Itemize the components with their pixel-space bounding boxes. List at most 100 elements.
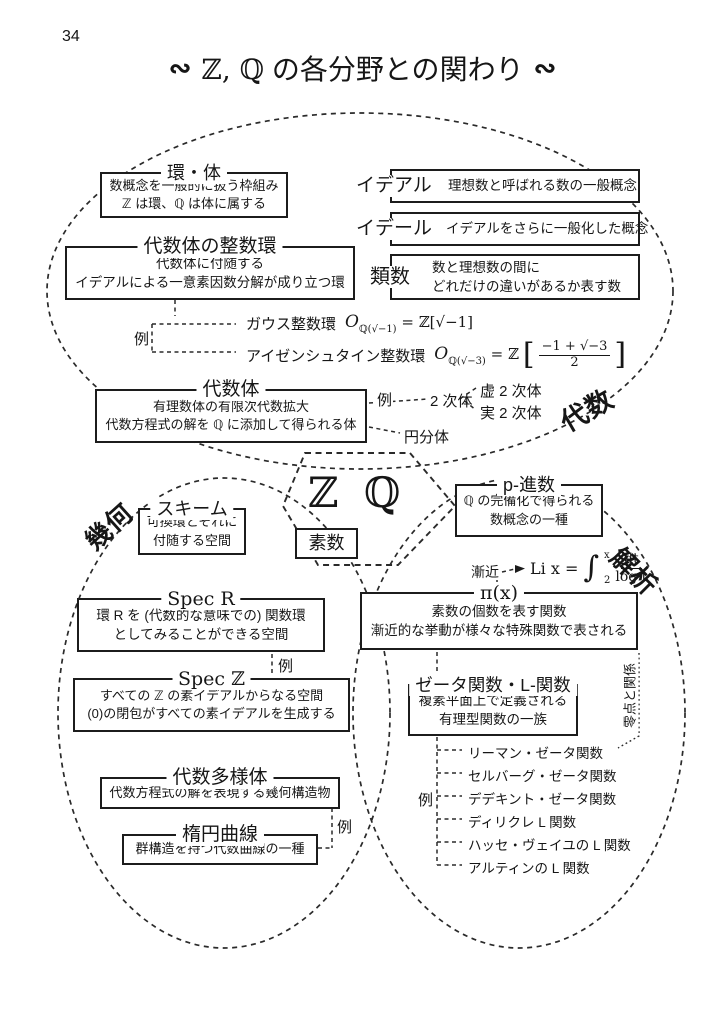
li-num: dt (621, 551, 642, 569)
spec-r-line1: 環 R を (代数的な意味での) 関数環 (96, 607, 306, 623)
gauss-ring-math: Oℚ(√−1) = ℤ[√−1] (345, 312, 473, 335)
variety-box: 代数多様体 代数方程式の解を表現する幾何構造物 (100, 767, 340, 809)
zeta-title: ゼータ関数・L-関数 (409, 674, 577, 696)
number-field-line1: 有理数体の有限次代数拡大 (152, 398, 309, 414)
eisenstein-eq: = ℤ (490, 344, 519, 363)
quadratic-field: 2 次体 (430, 393, 473, 410)
elliptic-example-label: 例 (336, 816, 354, 837)
ideal-desc: 理想数と呼ばれる数の一般概念 (448, 178, 637, 194)
zeta-example-item: ディリクレ L 関数 (468, 815, 577, 830)
class-number-label: 類数 (368, 266, 412, 288)
eisenstein-frac-den: 2 (570, 354, 579, 370)
imaginary-quadratic-field: 虚 2 次体 (480, 383, 542, 400)
ideal-label: イデアル (354, 175, 434, 197)
scheme-line2: 付随する空間 (152, 532, 231, 548)
zeta-example-item: アルティンの L 関数 (468, 861, 590, 876)
pi-x-box: π(x) 素数の個数を表す関数 漸近的な挙動が様々な特殊関数で表される (360, 582, 638, 650)
ring-field-line2: ℤ は環、ℚ は体に属する (121, 196, 267, 211)
center-hexagon (281, 452, 457, 566)
spec-z-line2: (0)の閉包がすべての素イデアルを生成する (87, 706, 336, 721)
eisenstein-sub: ℚ(√−3) (448, 355, 486, 367)
scheme-box: スキーム 可換環とそれに 付随する空間 (138, 498, 246, 555)
spec-z-title: Spec ℤ (172, 668, 251, 690)
zeta-line2: 有理型関数の一族 (439, 712, 547, 727)
center-zq: ℤ ℚ (307, 468, 407, 517)
integer-ring-line1: 代数体に付随する (156, 255, 264, 271)
prime-label: 素数 (308, 532, 345, 553)
script-o: O (345, 312, 359, 332)
spec-r-line2: としてみることができる空間 (113, 627, 289, 642)
left-bracket: [ (522, 337, 535, 372)
page-title: ∾ ℤ, ℚ の各分野との関わり ∾ (0, 48, 725, 88)
li-lower: 2 (603, 575, 611, 586)
ornament-left-icon: ∾ (168, 53, 192, 84)
algebra-ellipse (46, 112, 674, 470)
dotted-zeros-line (617, 653, 640, 749)
class-number-line2: どれだけの違いがあるか表す数 (432, 279, 621, 294)
scheme-title: スキーム (150, 498, 234, 520)
eisenstein-frac-num: −1 + √−3 (538, 339, 611, 356)
algebra-example-label: 例 (133, 328, 151, 349)
ring-field-title: 環・体 (161, 162, 227, 184)
ring-field-box: 環・体 数概念を一般的に扱う枠組み ℤ は環、ℚ は体に属する (100, 162, 288, 218)
ring-field-line1: 数概念を一般的に扱う枠組み (109, 177, 279, 193)
pi-x-line1: 素数の個数を表す関数 (431, 603, 567, 619)
spec-z-box: Spec ℤ すべての ℤ の素イデアルからなる空間 (0)の閉包がすべての素イ… (73, 668, 350, 732)
number-field-line2: 代数方程式の解を ℚ に添加して得られる体 (105, 417, 357, 432)
number-field-example-label: 例 (376, 389, 394, 410)
variety-title: 代数多様体 (166, 767, 274, 789)
right-bracket: ] (614, 337, 627, 372)
elliptic-box: 楕円曲線 群構造を持つ代数曲線の一種 (122, 824, 318, 865)
gauss-ring-formula: ガウス整数環 Oℚ(√−1) = ℤ[√−1] (246, 312, 473, 335)
integer-ring-line2: イデアルによる一意素因数分解が成り立つ環 (75, 275, 345, 290)
gauss-ring-name: ガウス整数環 (246, 316, 337, 333)
asymptotic-arrowhead (515, 565, 525, 573)
class-number-line1: 数と理想数の間に (432, 259, 540, 275)
asymptotic-label: 漸近 (471, 564, 499, 580)
integer-ring-title: 代数体の整数環 (137, 236, 283, 258)
zeta-box: ゼータ関数・L-関数 複素平面上で定義される 有理型関数の一族 (408, 674, 578, 736)
zeros-relation-label: 零点と関係 (619, 655, 639, 736)
padic-line2: 数概念の一種 (489, 511, 568, 527)
pi-x-line2: 漸近的な挙動が様々な特殊関数で表される (370, 623, 628, 638)
spec-r-box: Spec R 環 R を (代数的な意味での) 関数環 としてみることができる空… (77, 588, 325, 652)
idele-label: イデール (354, 218, 435, 240)
idele-desc: イデアルをさらに一般化した概念 (446, 221, 649, 237)
zeta-example-item: ハッセ・ヴェイユの L 関数 (468, 838, 631, 853)
ideal-box: イデアル 理想数と呼ばれる数の一般概念 (354, 169, 640, 203)
number-field-title: 代数体 (196, 379, 266, 401)
gauss-eq: = ℤ[√−1] (401, 313, 474, 331)
spec-z-line1: すべての ℤ の素イデアルからなる空間 (99, 687, 324, 703)
eisenstein-ring-name: アイゼンシュタイン整数環 (246, 347, 426, 365)
padic-line1: ℚ の完備化で得られる (463, 493, 595, 509)
pi-x-title: π(x) (473, 582, 525, 604)
integer-ring-box: 代数体の整数環 代数体に付随する イデアルによる一意素因数分解が成り立つ環 (65, 236, 355, 300)
geometry-ellipse (57, 477, 391, 949)
ornament-right-icon: ∾ (533, 53, 557, 84)
idele-box: イデール イデアルをさらに一般化した概念 (354, 212, 648, 246)
prime-box: 素数 (295, 528, 358, 559)
number-field-box: 代数体 有理数体の有限次代数拡大 代数方程式の解を ℚ に添加して得られる体 (95, 379, 367, 443)
title-rest: の各分野との関わり (264, 54, 524, 85)
class-number-box: 類数 数と理想数の間に どれだけの違いがあるか表す数 (368, 254, 640, 300)
spec-example-label: 例 (277, 655, 295, 676)
integral-sign: ∫ (583, 550, 599, 585)
zeta-example-item: リーマン・ゼータ関数 (468, 746, 603, 761)
li-den: log t (615, 568, 648, 585)
page-number: 34 (62, 28, 80, 45)
script-o: O (434, 343, 449, 364)
title-zq: ℤ, ℚ (201, 53, 265, 86)
variety-line1: 代数方程式の解を表現する幾何構造物 (109, 784, 331, 800)
zeta-example-label: 例 (417, 789, 435, 810)
real-quadratic-field: 実 2 次体 (480, 405, 542, 422)
elliptic-title: 楕円曲線 (175, 824, 265, 846)
zeta-line1: 複素平面上で定義される (418, 692, 568, 708)
zeta-example-item: セルバーグ・ゼータ関数 (468, 769, 617, 784)
padic-box: p-進数 ℚ の完備化で得られる 数概念の一種 (455, 474, 603, 537)
gauss-sub: ℚ(√−1) (358, 324, 397, 335)
zeta-example-item: デデキント・ゼータ関数 (468, 792, 617, 807)
li-upper: x (603, 550, 610, 561)
